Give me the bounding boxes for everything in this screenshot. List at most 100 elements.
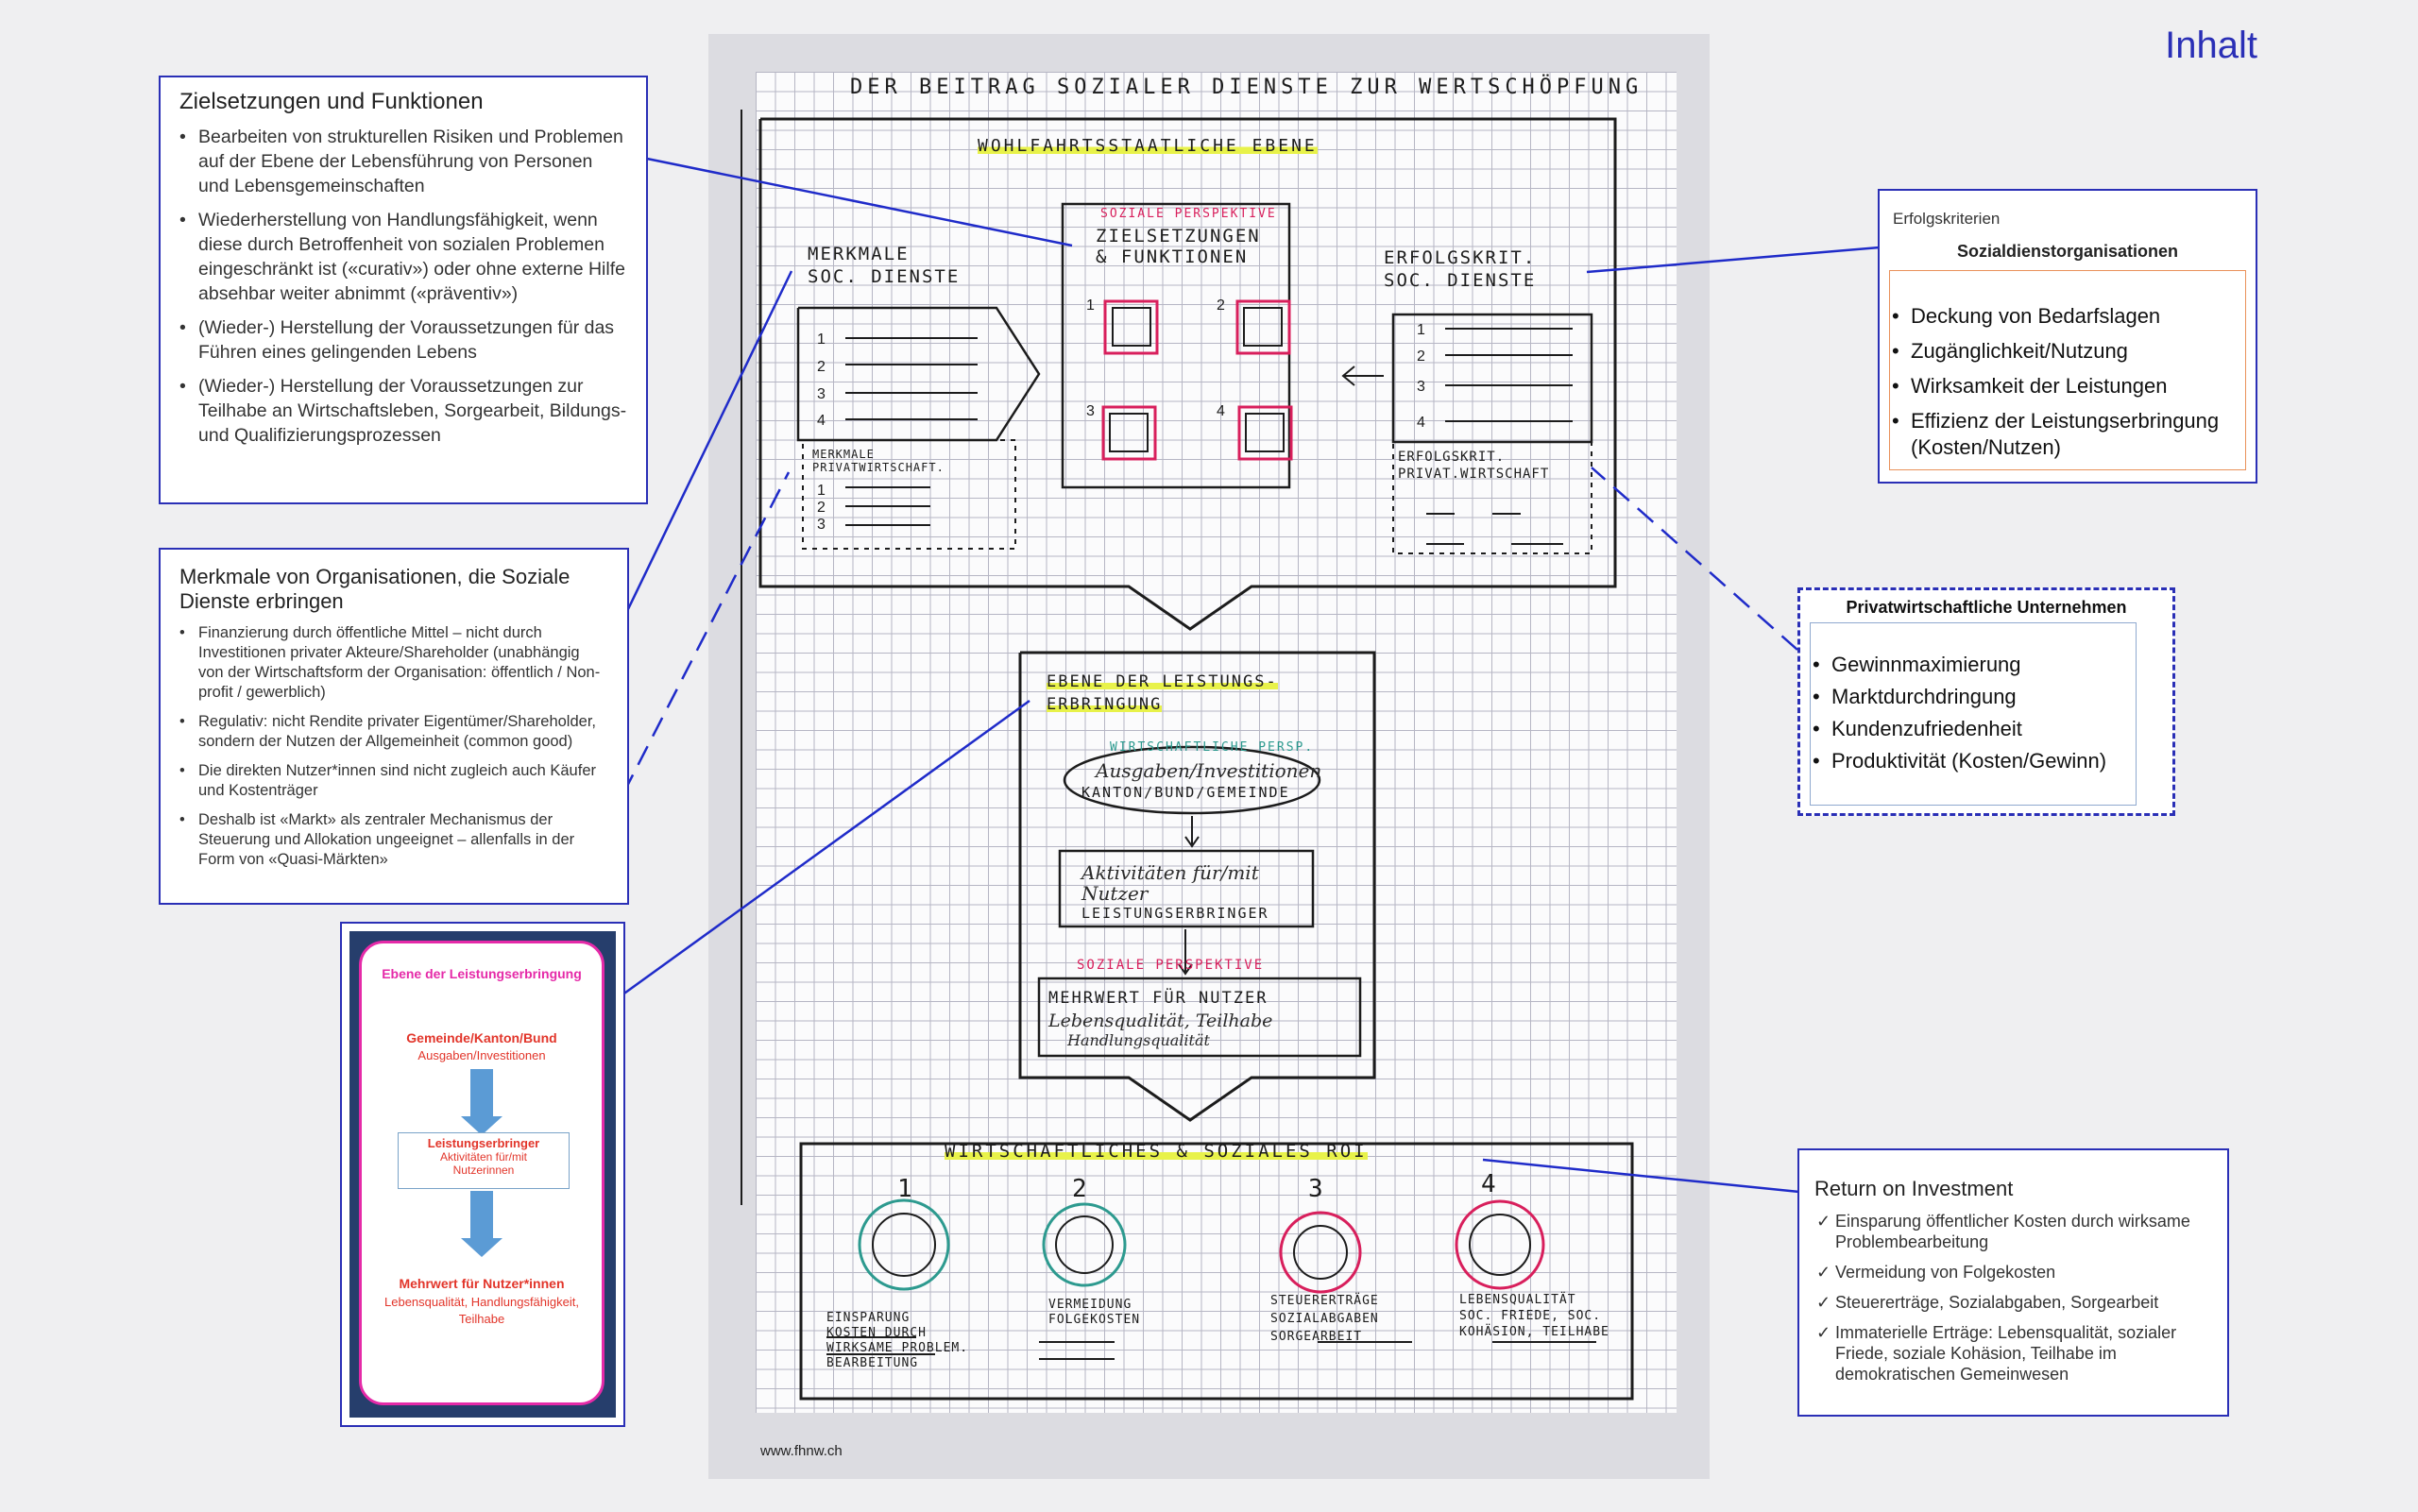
- list-item: Wirksamkeit der Leistungen: [1892, 373, 2236, 399]
- sketch-wirtschaftliche-perspektive: WIRTSCHAFTLICHE PERSP.: [1110, 740, 1315, 755]
- arrow-down-icon: [461, 1069, 502, 1135]
- sketch-kanton: KANTON/BUND/GEMEINDE: [1081, 784, 1290, 801]
- page-title: Inhalt: [2165, 25, 2257, 66]
- list-item: Gewinnmaximierung: [1813, 652, 2128, 678]
- thumbnail-mid-box: Leistungserbringer Aktivitäten für/mit N…: [398, 1132, 570, 1189]
- svg-text:2: 2: [1217, 297, 1225, 314]
- svg-text:1: 1: [1417, 322, 1425, 338]
- sketch-leistungserbringer: LEISTUNGSERBRINGER: [1081, 905, 1269, 922]
- sketch-level-leistung-2: ERBRINGUNG: [1047, 695, 1163, 714]
- sketch-mehrwert-2: Lebensqualität, Teilhabe: [1048, 1011, 1273, 1031]
- svg-text:4: 4: [817, 413, 826, 429]
- box-zielsetzungen-title: Zielsetzungen und Funktionen: [179, 89, 484, 114]
- erfolgskriterien-list: Deckung von Bedarfslagen Zugänglichkeit/…: [1892, 303, 2236, 461]
- sketch-merkmale-privat-2: PRIVATWIRTSCHAFT.: [812, 461, 945, 474]
- thumbnail-bottom-title: Mehrwert für Nutzer*innen: [399, 1276, 565, 1291]
- box-merkmale: Merkmale von Organisationen, die Soziale…: [159, 548, 629, 905]
- box-zielsetzungen-list: Bearbeiten von strukturellen Risiken und…: [179, 125, 627, 448]
- svg-text:2: 2: [817, 359, 826, 375]
- box-ebene-thumbnail: Ebene der Leistungserbringung Gemeinde/K…: [340, 922, 625, 1427]
- list-item: Immaterielle Erträge: Lebensqualität, so…: [1816, 1322, 2214, 1385]
- list-item: Finanzierung durch öffentliche Mittel – …: [179, 623, 608, 703]
- sketch-nutzer: Nutzer: [1081, 882, 1149, 905]
- sketch-level-wohlfahrt: WOHLFAHRTSSTAATLICHE EBENE: [978, 136, 1318, 156]
- list-item: Vermeidung von Folgekosten: [1816, 1262, 2214, 1283]
- sketch-roi-number: 4: [1481, 1170, 1498, 1198]
- list-item: Die direkten Nutzer*innen sind nicht zug…: [179, 761, 608, 801]
- box-roi-title: Return on Investment: [1814, 1177, 2014, 1200]
- box-roi-list: Einsparung öffentlicher Kosten durch wir…: [1816, 1211, 2214, 1385]
- svg-text:3: 3: [817, 386, 826, 402]
- thumbnail-title: Ebene der Leistungserbringung: [382, 966, 582, 981]
- sketch-erfolg-privat-2: PRIVAT.WIRTSCHAFT: [1398, 467, 1550, 482]
- list-item: Effizienz der Leistungserbringung (Koste…: [1892, 408, 2236, 461]
- box-erfolgskriterien: Erfolgskriterien Sozialdienstorganisatio…: [1878, 189, 2257, 484]
- sketch-soziale-perspektive-2: SOZIALE PERSPEKTIVE: [1077, 958, 1265, 973]
- box-erfolgskriterien-title: Erfolgskriterien: [1893, 210, 2001, 228]
- sketch-mehrwert-3: Handlungsqualität: [1067, 1031, 1210, 1049]
- svg-text:3: 3: [1086, 403, 1095, 419]
- sketch-title: DER BEITRAG SOZIALER DIENSTE ZUR WERTSCH…: [850, 76, 1643, 99]
- sketch-erfolg: ERFOLGSKRIT.: [1384, 247, 1537, 268]
- privatwirtschaft-list-frame: Gewinnmaximierung Marktdurchdringung Kun…: [1810, 622, 2137, 806]
- svg-text:3: 3: [1417, 379, 1425, 395]
- thumbnail-frame: Ebene der Leistungserbringung Gemeinde/K…: [349, 931, 616, 1418]
- list-item: Zugänglichkeit/Nutzung: [1892, 338, 2236, 365]
- sketch-erfolg-privat: ERFOLGSKRIT.: [1398, 450, 1506, 465]
- erfolgskriterien-list-frame: Deckung von Bedarfslagen Zugänglichkeit/…: [1889, 270, 2246, 470]
- box-privatwirtschaft: Privatwirtschaftliche Unternehmen Gewinn…: [1797, 587, 2175, 816]
- sketch-erfolg-2: SOC. DIENSTE: [1384, 270, 1537, 291]
- list-item: (Wieder-) Herstellung der Voraussetzunge…: [179, 374, 627, 448]
- sketch-ziel-2: & FUNKTIONEN: [1096, 246, 1249, 267]
- sketch-level-leistung: EBENE DER LEISTUNGS-: [1047, 672, 1278, 691]
- svg-text:1: 1: [817, 483, 826, 499]
- list-item: Wiederherstellung von Handlungsfähigkeit…: [179, 208, 627, 306]
- list-item: Einsparung öffentlicher Kosten durch wir…: [1816, 1211, 2214, 1252]
- box-merkmale-title: Merkmale von Organisationen, die Soziale…: [179, 565, 570, 613]
- svg-text:2: 2: [1417, 348, 1425, 365]
- list-item: Kundenzufriedenheit: [1813, 716, 2128, 742]
- list-item: Deshalb ist «Markt» als zentraler Mechan…: [179, 810, 608, 870]
- thumbnail-bottom-sub: Lebensqualität, Handlungsfähigkeit,: [384, 1295, 579, 1309]
- svg-text:1: 1: [817, 331, 826, 348]
- thumbnail-card: Ebene der Leistungserbringung Gemeinde/K…: [359, 941, 604, 1405]
- list-item: Deckung von Bedarfslagen: [1892, 303, 2236, 330]
- sketch-merkmale: MERKMALE: [808, 244, 910, 264]
- box-return-on-investment: Return on Investment Einsparung öffentli…: [1797, 1148, 2229, 1417]
- arrow-down-icon: [461, 1191, 502, 1257]
- list-item: Regulativ: nicht Rendite privater Eigent…: [179, 712, 608, 752]
- svg-text:2: 2: [817, 500, 826, 516]
- box-erfolgskriterien-subtitle: Sozialdienstorganisationen: [1956, 242, 2179, 261]
- sketch-roi-number: 2: [1072, 1175, 1089, 1203]
- thumbnail-top-title: Gemeinde/Kanton/Bund: [406, 1030, 557, 1045]
- box-zielsetzungen: Zielsetzungen und Funktionen Bearbeiten …: [159, 76, 648, 504]
- svg-text:1: 1: [1086, 297, 1095, 314]
- sketch-merkmale-privat: MERKMALE: [812, 448, 875, 461]
- sketch-roi-number: 1: [897, 1175, 914, 1203]
- list-item: Bearbeiten von strukturellen Risiken und…: [179, 125, 627, 198]
- sketch-mehrwert: MEHRWERT FÜR NUTZER: [1048, 989, 1269, 1008]
- sketch-roi-title: WIRTSCHAFTLICHES & SOZIALES ROI: [945, 1141, 1368, 1162]
- sketch-aktivitaeten: Aktivitäten für/mit: [1081, 861, 1259, 884]
- sketch-merkmale-2: SOC. DIENSTE: [808, 266, 961, 287]
- box-merkmale-list: Finanzierung durch öffentliche Mittel – …: [179, 623, 608, 870]
- sketch-ausgaben: Ausgaben/Investitionen: [1096, 759, 1322, 782]
- svg-text:4: 4: [1217, 403, 1225, 419]
- svg-text:3: 3: [817, 517, 826, 533]
- sketch-roi-number: 3: [1308, 1175, 1325, 1203]
- list-item: Marktdurchdringung: [1813, 684, 2128, 710]
- footer-url[interactable]: www.fhnw.ch: [760, 1443, 843, 1459]
- list-item: (Wieder-) Herstellung der Voraussetzunge…: [179, 315, 627, 365]
- thumbnail-bottom-sub: Teilhabe: [458, 1312, 505, 1326]
- grid-paper: [756, 72, 1677, 1413]
- privatwirtschaft-list: Gewinnmaximierung Marktdurchdringung Kun…: [1813, 652, 2128, 774]
- list-item: Produktivität (Kosten/Gewinn): [1813, 748, 2128, 774]
- svg-text:4: 4: [1417, 415, 1425, 431]
- sketch-ziel: ZIELSETZUNGEN: [1096, 226, 1261, 246]
